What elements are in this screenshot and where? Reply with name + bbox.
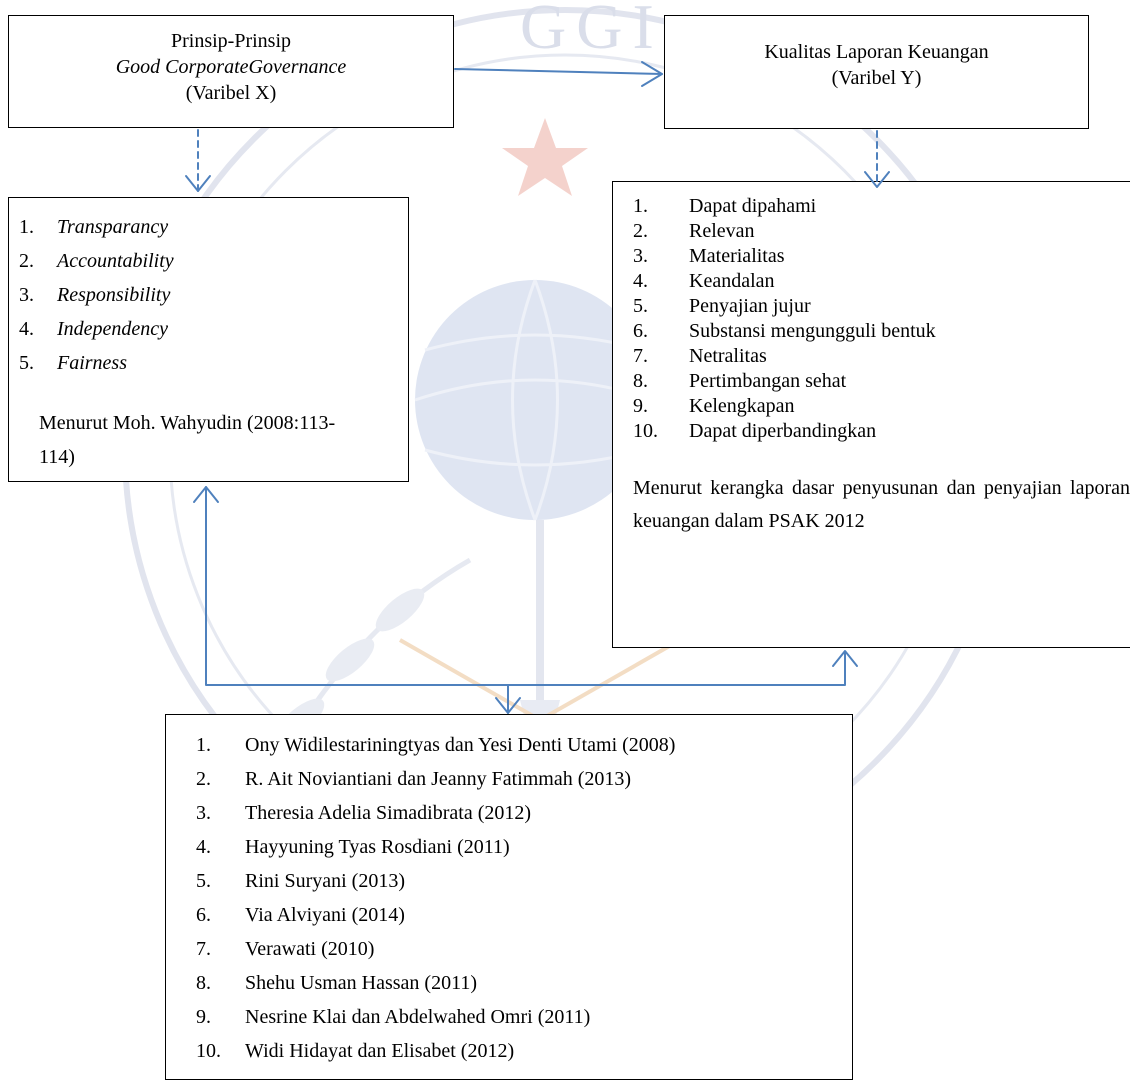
previous-research-list: 1. Ony Widilestariningtyas dan Yesi Denti… — [196, 728, 852, 1068]
list-item-number: 2. — [633, 220, 648, 242]
list-item-text: Dapat diperbandingkan — [689, 420, 877, 442]
list-item: 1. Transparancy — [19, 210, 400, 244]
variable-y-box: Kualitas Laporan Keuangan (Varibel Y) — [664, 15, 1089, 129]
list-item-number: 8. — [633, 370, 648, 392]
list-item-text: Keandalan — [689, 270, 775, 292]
list-item-number: 5. — [633, 295, 648, 317]
list-item-text: Nesrine Klai dan Abdelwahed Omri (2011) — [245, 1006, 591, 1028]
list-item-number: 4. — [633, 270, 648, 292]
list-item: 9. Kelengkapan — [633, 394, 1130, 419]
list-item: 4. Independency — [19, 312, 400, 346]
list-item-text: Verawati (2010) — [245, 938, 375, 960]
list-item: 1. Dapat dipahami — [633, 194, 1130, 219]
list-item-number: 3. — [196, 802, 211, 824]
list-item-number: 2. — [19, 250, 34, 272]
list-item: 2. R. Ait Noviantiani dan Jeanny Fatimmah… — [196, 762, 852, 796]
x-source-citation: Menurut Moh. Wahyudin (2008:113-114) — [39, 412, 336, 468]
list-item-number: 3. — [633, 245, 648, 267]
list-item: 9. Nesrine Klai dan Abdelwahed Omri (2011… — [196, 1000, 852, 1034]
list-item-text: Widi Hidayat dan Elisabet (2012) — [245, 1040, 515, 1062]
list-item: 1. Ony Widilestariningtyas dan Yesi Denti… — [196, 728, 852, 762]
list-item: 6. Substansi mengungguli bentuk — [633, 319, 1130, 344]
x-indicators-box: 1. Transparancy 2. Accountability 3. Respon… — [8, 197, 409, 482]
x-indicators-list: 1. Transparancy 2. Accountability 3. Respon… — [19, 210, 400, 380]
list-item-number: 6. — [633, 320, 648, 342]
list-item-text: Kelengkapan — [689, 395, 795, 417]
variable-x-title: Prinsip-Prinsip — [170, 30, 292, 52]
list-item-text: Transparancy — [57, 216, 169, 238]
list-item-text: Responsibility — [57, 284, 171, 306]
list-item-text: Ony Widilestariningtyas dan Yesi Denti U… — [245, 734, 676, 756]
list-item: 2. Relevan — [633, 219, 1130, 244]
list-item-number: 5. — [19, 352, 34, 374]
watermark-star — [502, 118, 588, 196]
list-item-number: 9. — [196, 1006, 211, 1028]
list-item: 7. Verawati (2010) — [196, 932, 852, 966]
y-indicators-list: 1. Dapat dipahami 2. Relevan 3. Materialita… — [633, 194, 1130, 444]
list-item-text: Pertimbangan sehat — [689, 370, 847, 392]
list-item-number: 6. — [196, 904, 211, 926]
list-item: 6. Via Alviyani (2014) — [196, 898, 852, 932]
list-item-text: Hayyuning Tyas Rosdiani (2011) — [245, 836, 510, 858]
list-item-number: 8. — [196, 972, 211, 994]
variable-x-label: (Varibel X) — [185, 82, 277, 104]
variable-x-subtitle: Good CorporateGovernance — [115, 56, 347, 78]
list-item: 3. Theresia Adelia Simadibrata (2012) — [196, 796, 852, 830]
list-item-number: 1. — [19, 216, 34, 238]
variable-x-box: Prinsip-Prinsip Good CorporateGovernance… — [8, 15, 454, 128]
list-item-text: Substansi mengungguli bentuk — [689, 320, 936, 342]
list-item: 4. Hayyuning Tyas Rosdiani (2011) — [196, 830, 852, 864]
list-item: 5. Fairness — [19, 346, 400, 380]
list-item: 5. Penyajian jujur — [633, 294, 1130, 319]
list-item: 3. Materialitas — [633, 244, 1130, 269]
list-item-text: Penyajian jujur — [689, 295, 811, 317]
list-item-number: 10. — [196, 1040, 221, 1062]
list-item-number: 1. — [633, 195, 648, 217]
list-item-number: 4. — [19, 318, 34, 340]
list-item: 7. Netralitas — [633, 344, 1130, 369]
variable-y-label: (Varibel Y) — [831, 67, 922, 89]
list-item-text: Shehu Usman Hassan (2011) — [245, 972, 478, 994]
list-item-number: 9. — [633, 395, 648, 417]
list-item-text: Via Alviyani (2014) — [245, 904, 405, 926]
list-item-number: 7. — [196, 938, 211, 960]
list-item: 3. Responsibility — [19, 278, 400, 312]
list-item-number: 2. — [196, 768, 211, 790]
list-item: 4. Keandalan — [633, 269, 1130, 294]
list-item: 10. Widi Hidayat dan Elisabet (2012) — [196, 1034, 852, 1068]
list-item-text: Relevan — [689, 220, 755, 242]
list-item-text: Theresia Adelia Simadibrata (2012) — [245, 802, 532, 824]
list-item: 10. Dapat diperbandingkan — [633, 419, 1130, 444]
list-item-number: 3. — [19, 284, 34, 306]
list-item-text: Netralitas — [689, 345, 767, 367]
list-item: 5. Rini Suryani (2013) — [196, 864, 852, 898]
previous-research-box: 1. Ony Widilestariningtyas dan Yesi Denti… — [165, 714, 853, 1080]
y-source-citation: Menurut kerangka dasar penyusunan dan pe… — [633, 477, 1130, 532]
list-item-number: 7. — [633, 345, 648, 367]
list-item-text: Dapat dipahami — [689, 195, 817, 217]
list-item: 2. Accountability — [19, 244, 400, 278]
list-item-text: Accountability — [57, 250, 174, 272]
variable-y-title: Kualitas Laporan Keuangan — [764, 41, 989, 63]
list-item-text: Materialitas — [689, 245, 785, 267]
list-item: 8. Pertimbangan sehat — [633, 369, 1130, 394]
list-item-text: Rini Suryani (2013) — [245, 870, 405, 892]
y-indicators-box: 1. Dapat dipahami 2. Relevan 3. Materialita… — [612, 181, 1130, 648]
list-item-number: 10. — [633, 420, 658, 442]
list-item-number: 4. — [196, 836, 211, 858]
list-item-number: 1. — [196, 734, 211, 756]
list-item-text: Fairness — [57, 352, 127, 374]
list-item-number: 5. — [196, 870, 211, 892]
list-item-text: R. Ait Noviantiani dan Jeanny Fatimmah (… — [245, 768, 632, 790]
watermark-letters: GGI — [520, 0, 664, 62]
list-item: 8. Shehu Usman Hassan (2011) — [196, 966, 852, 1000]
list-item-text: Independency — [57, 318, 169, 340]
